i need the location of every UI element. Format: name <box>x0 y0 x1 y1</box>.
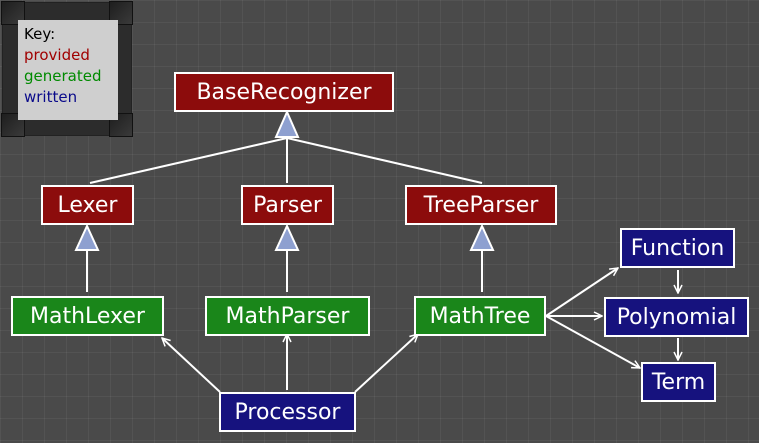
class-parser[interactable]: Parser <box>241 185 334 225</box>
inheritance-links-base <box>89 137 483 184</box>
mathtree-associations <box>545 268 640 369</box>
class-baserecognizer[interactable]: BaseRecognizer <box>174 72 394 112</box>
class-mathparser[interactable]: MathParser <box>205 296 370 336</box>
key-panel: Key: provided generated written <box>18 20 118 120</box>
inheritance-triangle-treeparser <box>469 223 495 251</box>
inheritance-triangle-lexer <box>74 223 100 251</box>
class-polynomial[interactable]: Polynomial <box>604 297 749 337</box>
key-provided-label: provided <box>24 46 90 64</box>
class-lexer[interactable]: Lexer <box>41 185 134 225</box>
class-function[interactable]: Function <box>620 228 735 268</box>
class-processor[interactable]: Processor <box>219 392 356 432</box>
inheritance-triangle-parser <box>274 223 300 251</box>
key-corner-bottom-right <box>109 113 133 137</box>
class-mathtree[interactable]: MathTree <box>414 296 546 336</box>
key-title: Key: <box>24 25 56 43</box>
processor-associations <box>162 334 418 393</box>
class-treeparser[interactable]: TreeParser <box>405 185 557 225</box>
class-term[interactable]: Term <box>641 362 716 402</box>
key-written-label: written <box>24 88 78 106</box>
key-legend: Key: provided generated written <box>1 1 133 137</box>
inheritance-triangle-base <box>274 109 300 138</box>
class-mathlexer[interactable]: MathLexer <box>11 296 164 336</box>
key-generated-label: generated <box>24 67 102 85</box>
